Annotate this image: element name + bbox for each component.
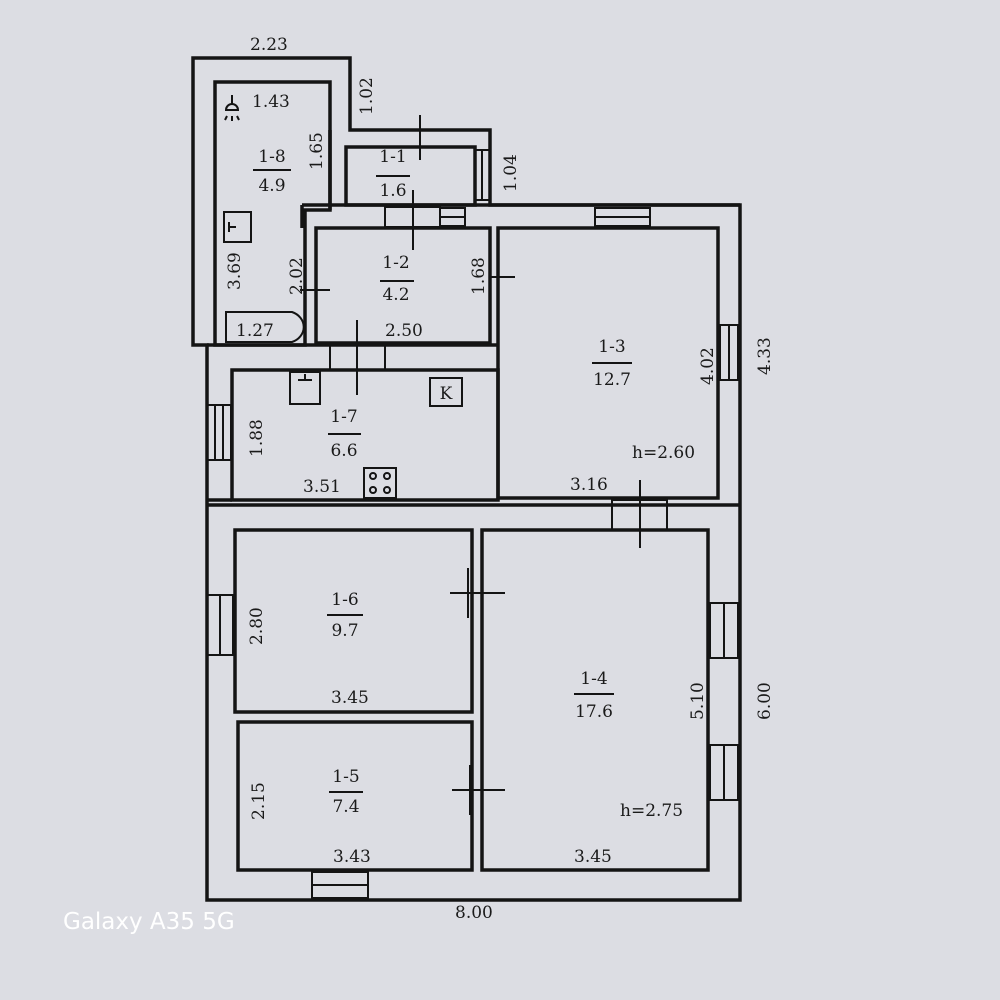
room-id: 1-4: [580, 669, 607, 689]
svg-text:4.02: 4.02: [698, 347, 718, 385]
svg-text:2.23: 2.23: [250, 35, 288, 55]
svg-text:1.68: 1.68: [469, 257, 489, 295]
svg-text:2.50: 2.50: [385, 321, 423, 341]
svg-text:6.00: 6.00: [755, 682, 775, 720]
room-area: 4.2: [382, 285, 409, 305]
svg-text:1.43: 1.43: [252, 92, 290, 112]
room-labels: 1-8 4.9 1-1 1.6 1-2 4.2 1-3 12.7 1-7 6.6 1-6 9…: [253, 147, 632, 817]
svg-text:5.10: 5.10: [688, 682, 708, 720]
room-area: 9.7: [331, 621, 358, 641]
svg-text:1.88: 1.88: [247, 419, 267, 457]
room-id: 1-6: [331, 590, 358, 610]
svg-text:3.16: 3.16: [570, 475, 608, 495]
windows: [206, 149, 739, 899]
svg-text:2.15: 2.15: [249, 782, 269, 820]
room-id: 1-5: [332, 767, 359, 787]
dimension-labels: 2.23 1.02 1.43 1.65 3.69 1.27 1.04 2.02 …: [225, 35, 775, 923]
svg-text:1.27: 1.27: [236, 321, 274, 341]
room-area: 4.9: [258, 176, 285, 196]
svg-text:h=2.60: h=2.60: [632, 443, 695, 463]
kitchen-sink-icon: [289, 371, 321, 405]
camera-watermark: Galaxy A35 5G: [63, 909, 235, 935]
room-id: 1-3: [598, 337, 625, 357]
room-1-4-wall: [480, 528, 710, 872]
svg-text:2.80: 2.80: [247, 607, 267, 645]
svg-text:1.04: 1.04: [501, 154, 521, 192]
bathtub-icon: [225, 311, 305, 343]
room-id: 1-1: [379, 147, 406, 167]
room-1-5-wall: [236, 720, 474, 872]
boiler-icon: [429, 377, 463, 407]
svg-text:2.02: 2.02: [287, 257, 307, 295]
svg-text:3.43: 3.43: [333, 847, 371, 867]
sink-icon: [223, 211, 252, 243]
room-id: 1-8: [258, 147, 285, 167]
room-area: 1.6: [379, 181, 406, 201]
svg-text:3.45: 3.45: [331, 688, 369, 708]
kitchen-tap-icon: [298, 374, 312, 381]
room-area: 12.7: [593, 370, 631, 390]
room-area: 17.6: [575, 702, 613, 722]
svg-text:4.33: 4.33: [755, 337, 775, 375]
shower-icon: [224, 95, 240, 121]
svg-text:1.65: 1.65: [307, 132, 327, 170]
room-area: 6.6: [330, 441, 357, 461]
boiler-label: K: [440, 384, 453, 404]
doors: [300, 115, 668, 815]
svg-text:h=2.75: h=2.75: [620, 801, 683, 821]
room-1-3-wall: [496, 226, 720, 500]
svg-text:8.00: 8.00: [455, 903, 493, 923]
room-area: 7.4: [332, 797, 359, 817]
svg-text:3.45: 3.45: [574, 847, 612, 867]
room-id: 1-7: [330, 407, 357, 427]
room-1-8-wall: [213, 80, 332, 347]
room-1-6-wall: [233, 528, 474, 714]
svg-text:1.02: 1.02: [357, 77, 377, 115]
svg-text:3.51: 3.51: [303, 477, 341, 497]
sink-tap-icon: [228, 222, 236, 232]
ext-wall: [300, 130, 740, 228]
stove-icon: [363, 467, 397, 499]
room-1-1-wall: [344, 145, 477, 207]
svg-text:3.69: 3.69: [225, 252, 245, 290]
room-id: 1-2: [382, 253, 409, 273]
